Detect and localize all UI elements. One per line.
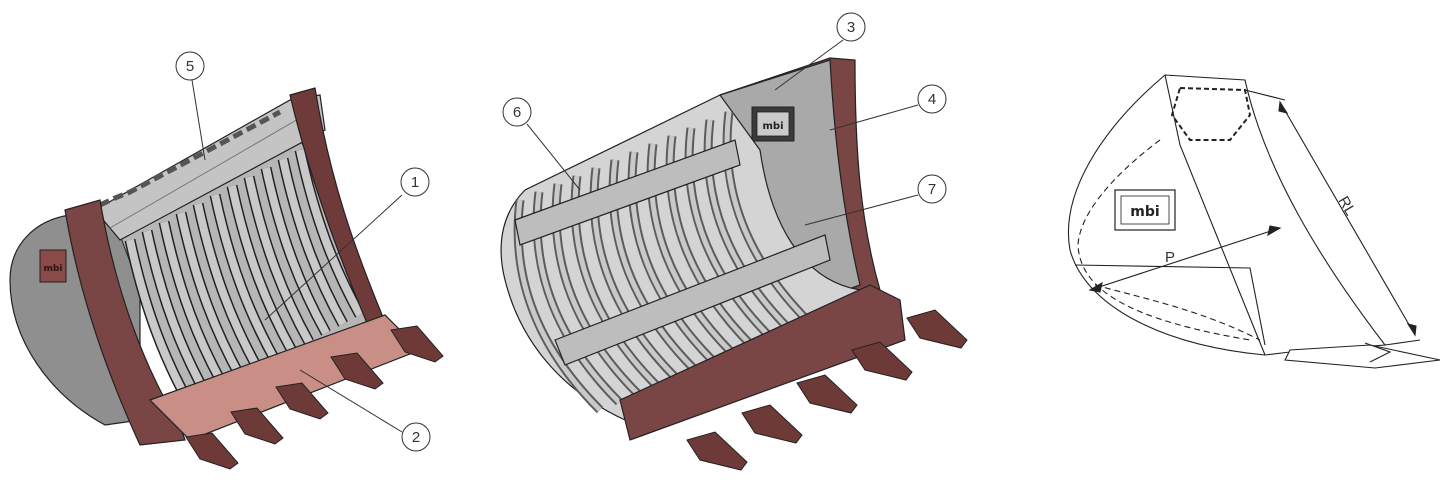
dim-label-p: P [1165,249,1175,266]
tooth [796,374,858,414]
callout-circle-2 [401,422,431,452]
dimension-p: P [1088,225,1282,293]
callout-circle-7 [917,174,947,204]
callout-circle-5 [175,51,205,81]
tooth [330,352,384,390]
grate-bar [262,167,330,335]
grate-bar [296,149,364,317]
grate-bar [245,176,313,344]
grate-bar [194,203,262,371]
tooth [686,431,748,471]
callout-label-3: 3 [847,19,855,36]
callout-circle-1 [400,167,430,197]
teeth-rear [686,309,968,471]
bucket-view-front: mbi [9,87,444,470]
tooth [741,404,803,444]
callout-circle-6 [502,97,532,127]
grate-bar [160,221,228,389]
rear-cutting-plate [619,284,906,441]
callout-circle-3 [836,12,866,42]
logo-text-rear: mbi [762,121,783,132]
logo-plate-rear: mbi [751,106,795,142]
logo-plate-side: mbi [1114,189,1176,231]
bucket-view-side: mbi P RL [1068,74,1441,369]
tooth [275,382,329,420]
grate-bar [211,194,279,362]
callout-label-2: 2 [412,429,420,446]
rib [724,111,811,324]
callout-label-1: 1 [411,174,419,191]
callout-label-4: 4 [928,91,936,108]
rear-cross-bar [554,234,831,366]
grate-bar [177,212,245,380]
side-outline [1068,74,1387,356]
grate-bar [279,158,347,326]
grate-bar [228,185,296,353]
grate-bars-front [124,148,365,408]
logo-text-side: mbi [1130,204,1159,220]
tooth [906,309,968,349]
tooth [185,432,239,470]
logo-plate-front: mbi [39,249,67,283]
grate-bar [143,230,211,398]
tooth [230,407,284,445]
callout-label-5: 5 [186,58,194,75]
dim-label-rl: RL [1335,194,1359,219]
logo-text-front: mbi [44,264,63,274]
callout-circle-4 [917,84,947,114]
tooth [390,325,444,363]
teeth-front [185,325,444,470]
callout-label-7: 7 [928,181,936,198]
rear-top-bar [514,139,741,246]
callout-label-6: 6 [513,104,521,121]
bucket-view-rear: mbi [500,57,968,471]
tooth [851,341,913,381]
callouts: 5 1 2 6 3 4 7 [175,12,947,452]
dimension-rl: RL [1244,89,1421,346]
